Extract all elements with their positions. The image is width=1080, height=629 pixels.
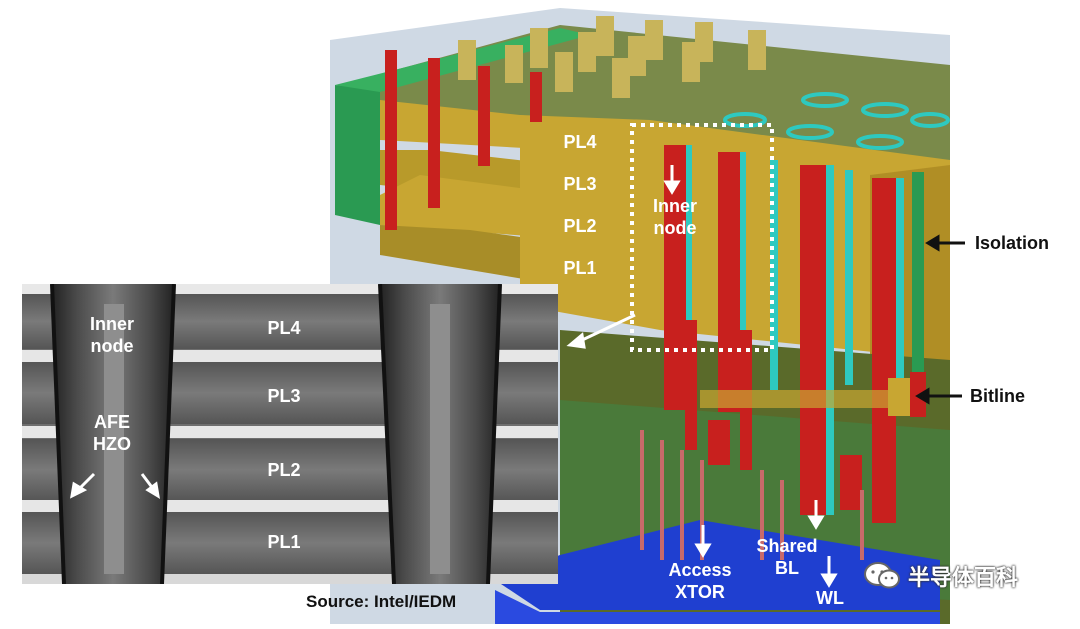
pillar (718, 152, 740, 412)
back-pillar (428, 58, 440, 208)
back-pillar (478, 66, 490, 166)
tem-label-pl2: PL2 (267, 460, 301, 480)
back-pillar (530, 72, 542, 122)
top-post (695, 22, 713, 62)
bitline-block (888, 378, 910, 416)
top-post (458, 40, 476, 80)
tem-label-pl3: PL3 (267, 386, 301, 406)
pillar (872, 178, 896, 523)
render-label-shared-bl: Shared BL (756, 536, 818, 578)
bitline-bar (700, 390, 920, 408)
tem-label-pl1: PL1 (267, 532, 301, 552)
access-pillar (808, 350, 820, 490)
top-post (628, 36, 646, 76)
access-transistors (685, 320, 926, 510)
inner-node-highlight-box (630, 123, 774, 352)
top-posts (458, 16, 766, 98)
wordline-stripes (640, 430, 864, 560)
watermark: 半导体百科 (864, 560, 1018, 592)
source-caption: Source: Intel/IEDM (306, 592, 457, 611)
tem-label-pl4: PL4 (267, 318, 301, 338)
afe-arrows (70, 472, 161, 499)
top-post (596, 16, 614, 56)
pillar (845, 170, 853, 385)
watermark-text: 半导体百科 (908, 566, 1019, 591)
arrows (566, 165, 838, 588)
back-pillar (385, 50, 397, 230)
callout-bitline: Bitline (970, 386, 1026, 406)
top-post (748, 30, 766, 70)
top-post (505, 45, 523, 83)
blue-region (495, 520, 940, 610)
top-post (555, 52, 573, 92)
access-pillar (708, 420, 730, 465)
top-post (530, 28, 548, 68)
pillar-isolation (826, 165, 834, 515)
render-label-pl1: PL1 (563, 258, 597, 278)
tem-pillar-right-core (430, 304, 450, 574)
pillar-isolation (686, 145, 692, 410)
tem-label-afe-hzo: AFE HZO (93, 412, 131, 454)
callout-isolation: Isolation (975, 233, 1050, 253)
access-pillar (840, 455, 862, 510)
pillars-back (385, 50, 542, 230)
tem-svg (22, 284, 558, 584)
isolation-block-left (335, 85, 380, 225)
pillar (912, 172, 924, 372)
top-post (645, 20, 663, 60)
blue-region-front (495, 590, 940, 624)
top-rings (723, 92, 950, 150)
access-pillar (685, 320, 697, 450)
render-label-pl4: PL4 (563, 132, 597, 152)
render-label-pl2: PL2 (563, 216, 597, 236)
tem-cross-section: Inner node AFE HZO PL4 PL3 PL2 PL1 (22, 284, 558, 584)
pillar-isolation (896, 178, 904, 378)
top-post (578, 32, 596, 72)
pillar (664, 145, 686, 410)
tem-pillar-left-core (104, 304, 124, 574)
render-label-inner-node: Inner node (652, 196, 697, 238)
wechat-icon (864, 562, 900, 589)
render-label-access-xtor: Access XTOR (668, 560, 732, 602)
callout-arrows (915, 234, 965, 405)
top-post (612, 58, 630, 98)
render-label-wl: WL (816, 588, 844, 608)
tem-label-inner-node: Inner node (89, 314, 134, 356)
pillar-isolation (740, 152, 746, 412)
render-label-pl3: PL3 (563, 174, 597, 194)
